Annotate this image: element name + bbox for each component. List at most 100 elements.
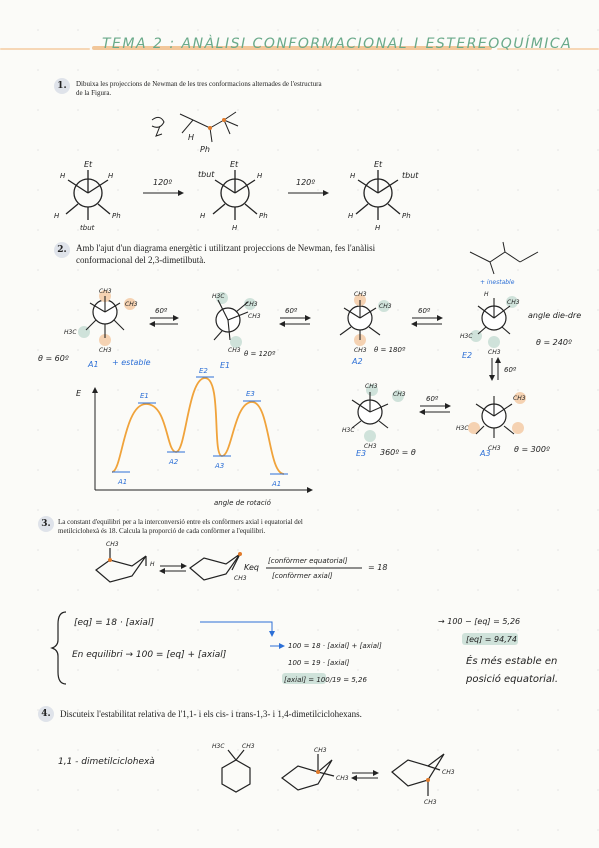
question-2-text: Amb l'ajut d'un diagrama energètic i uti…: [76, 242, 446, 266]
question-3-line2: metilciclohexà és 18. Calcula la proporc…: [58, 527, 266, 535]
q2-a1-angle: θ = 60º: [38, 354, 69, 363]
question-1-line2: de la Figura.: [76, 89, 112, 97]
q2-e3-ch3-a: CH3: [365, 383, 378, 390]
chart-label-a3: A3: [214, 462, 224, 470]
q4-chair1-ch3-eq: CH3: [336, 775, 349, 782]
q4-chair2-ch3-eq: CH3: [442, 769, 455, 776]
q1-n1-front-0: Et: [84, 160, 93, 169]
chart-label-e3: E3: [246, 390, 255, 398]
q4-cyclohexane: [221, 749, 251, 793]
q1-n3-front-0: Et: [374, 160, 383, 169]
question-1-line1: Dibuixa les projeccions de Newman de les…: [76, 80, 322, 88]
q2-e2-h3c: H3C: [460, 333, 473, 340]
question-3-text: La constant d'equilibri per a la interco…: [58, 518, 348, 536]
q2-e3-angle: 360º = θ: [380, 448, 416, 457]
question-1-number: 1.: [54, 78, 70, 94]
q2-e1-ch3-b: CH3: [248, 313, 261, 320]
q3-blue-arrow-1: [200, 621, 275, 637]
q1-n3-back-2: H: [375, 224, 381, 232]
chart-ylabel: E: [76, 389, 82, 398]
chart-label-a2: A2: [168, 458, 179, 466]
q1-n1-back-2: H: [54, 212, 60, 220]
q1-n1-back-0: tbut: [80, 224, 95, 232]
q1-n2-front-1: H: [257, 172, 263, 180]
question-2-line1: Amb l'ajut d'un diagrama energètic i uti…: [76, 243, 376, 253]
page-title: TEMA 2 : ANÀLISI CONFORMACIONAL I ESTERE…: [102, 36, 573, 52]
q2-a3-ch3-a: CH3: [513, 395, 526, 402]
question-4-text: Discuteix l'estabilitat relativa de l'1,…: [60, 708, 420, 720]
q2-a1-ch3-top: CH3: [99, 288, 112, 295]
q3-chair-axial: [95, 548, 147, 583]
chart-label-e1: E1: [140, 392, 149, 400]
q1-n3-back-0: H: [348, 212, 354, 220]
q3-eq-ch3: CH3: [234, 575, 247, 582]
q2-a3-name: A3: [479, 449, 491, 458]
q2-newman-e3: [351, 384, 404, 442]
q2-a3-angle: θ = 300º: [514, 445, 550, 454]
q3-res1: → 100 − [eq] = 5,26: [438, 617, 520, 626]
chart-label-a1-end: A1: [271, 480, 281, 488]
q3-conclusion1: És més estable en: [466, 654, 557, 667]
question-3-number: 3.: [38, 516, 54, 532]
q4-label: 1,1 - dimetilciclohexà: [58, 757, 155, 767]
q3-axial-ch3: CH3: [106, 541, 119, 548]
q1-n1-front-2: H: [108, 172, 114, 180]
q3-sys2: En equilibri → 100 = [eq] + [axial]: [72, 650, 227, 660]
q1-newman-2: [212, 170, 258, 220]
q1-struct-ph: Ph: [200, 145, 210, 154]
q2-newman-a2: [339, 294, 390, 346]
question-3-line1: La constant d'equilibri per a la interco…: [58, 518, 303, 526]
q3-chair-equatorial: [189, 552, 242, 581]
q1-n2-front-2: H: [200, 212, 206, 220]
q4-chair2-ch3-ax: CH3: [424, 799, 437, 806]
q2-energy-chart: [92, 376, 313, 493]
title-highlight: [92, 46, 492, 50]
q4-chair-2: [391, 753, 445, 796]
q2-a1-ch3-right: CH3: [125, 301, 138, 308]
q2-inestable-label: + inestable: [480, 279, 515, 286]
q1-n3-front-2: H: [350, 172, 356, 180]
q2-a3-h3c: H3C: [456, 425, 469, 432]
q3-keq-value: = 18: [368, 563, 387, 572]
q3-res2: [eq] = 94,74: [466, 635, 517, 644]
q2-rot-5: 60º: [426, 395, 439, 403]
q2-e3-ch3-c: CH3: [364, 443, 377, 450]
q2-e2-ch3-a: CH3: [507, 299, 520, 306]
q2-newman-e2: [470, 296, 518, 348]
q2-rot-2: 60º: [285, 307, 298, 315]
q1-n1-front-1: H: [60, 172, 66, 180]
q1-n2-front-0: tbut: [198, 170, 215, 179]
q1-rotation-2: 120º: [296, 178, 315, 187]
q2-a2-name: A2: [351, 357, 363, 366]
q1-n3-front-1: tbut: [402, 171, 419, 180]
q3-keq-den: [confòrmer axial]: [272, 572, 333, 580]
q1-newman-1: [65, 170, 111, 220]
q2-e1-angle: θ = 120º: [244, 350, 276, 358]
q1-struct-h: H: [188, 133, 194, 142]
q4-chair1-ch3-ax: CH3: [314, 747, 327, 754]
q2-e2-ch3-b: CH3: [488, 349, 501, 356]
title-underline-left: [0, 48, 90, 50]
question-2-number: 2.: [54, 242, 70, 258]
q2-a1-ch3-bottom: CH3: [99, 347, 112, 354]
q2-e3-name: E3: [356, 449, 366, 458]
q2-a1-h3c: H3C: [64, 329, 77, 336]
q2-a2-ch3-bottom: CH3: [354, 347, 367, 354]
q1-structure: [151, 111, 239, 143]
title-underline-right: [497, 48, 599, 50]
q3-highlight-axial: [282, 673, 326, 684]
q2-a2-ch3-right: CH3: [379, 303, 392, 310]
q3-keq-num: [confòrmer equatorial]: [268, 557, 348, 565]
question-1-text: Dibuixa les projeccions de Newman de les…: [76, 80, 356, 98]
q2-newman-a1: [78, 290, 136, 346]
q1-n2-back-0: Et: [230, 160, 239, 169]
question-4-number: 4.: [38, 706, 54, 722]
chart-xlabel: angle de rotació: [214, 499, 272, 507]
q4-h3c: H3C: [212, 743, 225, 750]
q3-keq-label: Keq: [244, 563, 259, 572]
q2-rot-4: 60º: [504, 366, 517, 374]
q2-a2-ch3-top: CH3: [354, 291, 367, 298]
q2-e2-h-a: H: [484, 291, 489, 298]
q3-conclusion2: posició equatorial.: [465, 673, 558, 685]
q2-a2-angle: θ = 180º: [374, 346, 406, 354]
